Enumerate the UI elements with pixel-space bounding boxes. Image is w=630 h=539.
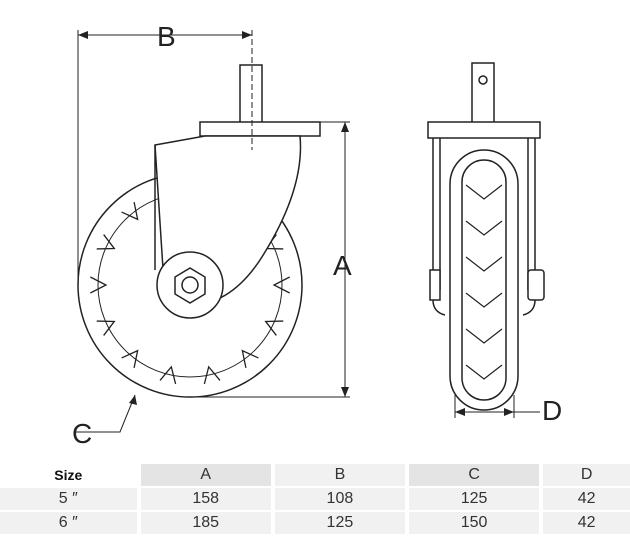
tread-mark [465,364,503,380]
cell: 42 [543,488,630,510]
caster-wheel-diagram: B A C D [72,21,562,449]
tread-mark [272,276,290,294]
tread-mark [121,201,139,221]
stem [239,64,263,126]
tread-mark [241,349,259,369]
tread-mark [465,292,503,308]
tread-mark [90,276,108,294]
tread-mark [121,349,139,369]
cell: 125 [409,488,540,510]
header-d: D [543,464,630,486]
axle-nut [174,267,206,304]
tread-mark [465,328,503,344]
dimension-label-a: A [333,250,352,281]
cell: 6 ″ [0,512,137,534]
tread-mark [465,220,503,236]
table-row: 6 ″ 185 125 150 42 [0,512,630,534]
cell: 108 [274,488,405,510]
front-wheel [449,149,519,411]
cell: 125 [274,512,405,534]
dimension-label-b: B [157,21,176,52]
tread-mark [203,365,221,385]
cell: 158 [140,488,271,510]
dimension-label-d: D [542,395,562,426]
dimensions-table: Size A B C D 5 ″ 158 108 125 42 6 ″ 185 … [0,462,630,536]
tread-mark [96,234,116,250]
table-header-row: Size A B C D [0,464,630,486]
tread-mark [465,184,503,200]
cell: 150 [409,512,540,534]
header-c: C [409,464,540,486]
table-row: 5 ″ 158 108 125 42 [0,488,630,510]
header-size: Size [0,464,137,486]
cell: 185 [140,512,271,534]
top-plate [199,121,321,137]
cell: 42 [543,512,630,534]
tread-mark [159,365,177,385]
header-b: B [274,464,405,486]
tread-mark [465,256,503,272]
header-a: A [140,464,271,486]
tread-mark [96,320,116,336]
cell: 5 ″ [0,488,137,510]
tread-mark [264,320,284,336]
dimension-label-c: C [72,418,92,449]
